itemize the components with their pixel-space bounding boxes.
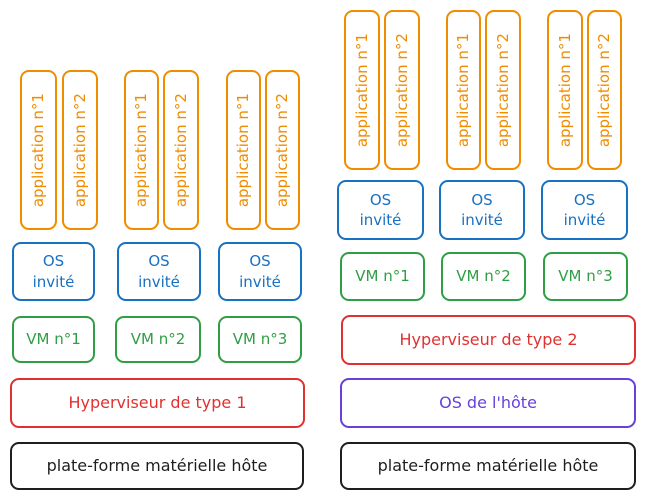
app-label: application n°1 bbox=[234, 92, 253, 208]
guest-os-label: OS invité bbox=[563, 190, 606, 229]
guest-os-label: OS invité bbox=[239, 252, 281, 291]
type1-hardware-label: plate-forme matérielle hôte bbox=[46, 456, 268, 476]
type2-vm-2: VM n°2 bbox=[441, 252, 526, 301]
type2-vm-3: VM n°3 bbox=[543, 252, 628, 301]
type2-vm-1: VM n°1 bbox=[340, 252, 425, 301]
type2-host-os-box: OS de l'hôte bbox=[340, 378, 636, 428]
type1-vm-3: VM n°3 bbox=[218, 316, 302, 363]
type1-vm3-app-1: application n°1 bbox=[226, 70, 261, 230]
type2-vm2-app-1: application n°1 bbox=[446, 10, 481, 170]
type2-host-os-label: OS de l'hôte bbox=[439, 393, 537, 413]
app-label: application n°2 bbox=[493, 32, 512, 148]
type1-vm1-app-2: application n°2 bbox=[62, 70, 98, 230]
type1-guest-os-2: OS invité bbox=[117, 242, 201, 301]
app-label: application n°2 bbox=[171, 92, 190, 208]
type1-vm-1: VM n°1 bbox=[12, 316, 95, 363]
type2-vm1-app-2: application n°2 bbox=[384, 10, 420, 170]
guest-os-label: OS invité bbox=[461, 190, 503, 229]
vm-label: VM n°3 bbox=[232, 330, 288, 349]
app-label: application n°1 bbox=[454, 32, 473, 148]
type2-guest-os-1: OS invité bbox=[337, 180, 424, 240]
type2-vm1-app-1: application n°1 bbox=[344, 10, 380, 170]
guest-os-label: OS invité bbox=[138, 252, 180, 291]
type1-vm3-app-2: application n°2 bbox=[265, 70, 300, 230]
type2-vm3-app-1: application n°1 bbox=[547, 10, 583, 170]
vm-label: VM n°1 bbox=[355, 267, 410, 286]
type2-vm2-app-2: application n°2 bbox=[485, 10, 521, 170]
app-label: application n°2 bbox=[392, 32, 411, 148]
type2-hypervisor-box: Hyperviseur de type 2 bbox=[341, 315, 636, 365]
type1-vm2-app-2: application n°2 bbox=[163, 70, 199, 230]
type2-vm3-app-2: application n°2 bbox=[587, 10, 622, 170]
type2-guest-os-3: OS invité bbox=[541, 180, 628, 240]
vm-label: VM n°2 bbox=[456, 267, 511, 286]
vm-label: VM n°3 bbox=[558, 267, 613, 286]
type1-vm-2: VM n°2 bbox=[115, 316, 201, 363]
type1-hypervisor-box: Hyperviseur de type 1 bbox=[10, 378, 305, 428]
app-label: application n°1 bbox=[132, 92, 151, 208]
type1-hardware-box: plate-forme matérielle hôte bbox=[10, 442, 304, 490]
type2-hardware-label: plate-forme matérielle hôte bbox=[377, 456, 599, 476]
type1-guest-os-1: OS invité bbox=[12, 242, 95, 301]
app-label: application n°1 bbox=[555, 32, 574, 148]
guest-os-label: OS invité bbox=[32, 252, 75, 291]
vm-label: VM n°2 bbox=[130, 330, 186, 349]
type1-guest-os-3: OS invité bbox=[218, 242, 302, 301]
app-label: application n°2 bbox=[70, 92, 89, 208]
guest-os-label: OS invité bbox=[359, 190, 402, 229]
type1-vm2-app-1: application n°1 bbox=[124, 70, 159, 230]
type1-vm1-app-1: application n°1 bbox=[20, 70, 57, 230]
app-label: application n°1 bbox=[29, 92, 48, 208]
type2-hardware-box: plate-forme matérielle hôte bbox=[340, 442, 636, 490]
app-label: application n°1 bbox=[352, 32, 371, 148]
type1-hypervisor-label: Hyperviseur de type 1 bbox=[68, 393, 247, 413]
app-label: application n°2 bbox=[595, 32, 614, 148]
app-label: application n°2 bbox=[273, 92, 292, 208]
vm-label: VM n°1 bbox=[26, 330, 81, 349]
type2-hypervisor-label: Hyperviseur de type 2 bbox=[399, 330, 578, 350]
type2-guest-os-2: OS invité bbox=[439, 180, 525, 240]
